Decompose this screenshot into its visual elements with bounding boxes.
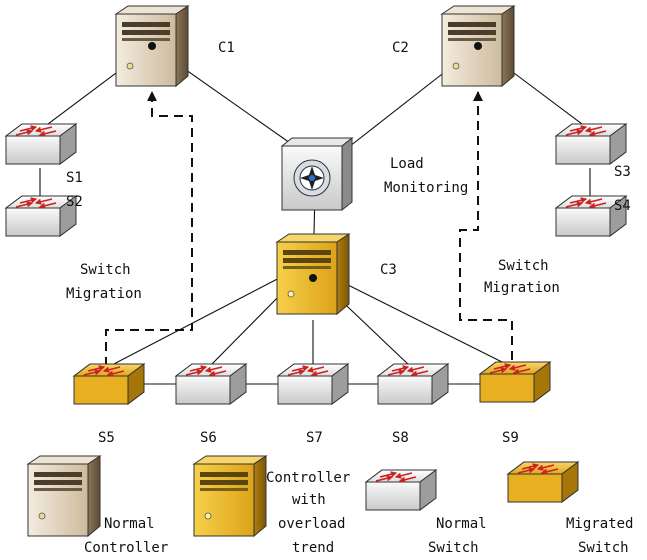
migration-right-line1: Switch [498, 258, 549, 274]
legend-overload-line3: overload [278, 516, 345, 532]
legend-migrated-switch-line1: Migrated [566, 516, 633, 532]
legend-migrated-switch-line2: Switch [578, 540, 629, 556]
label-c1: C1 [218, 40, 235, 56]
legend-migrated-switch-icon [508, 462, 578, 502]
controller-c3-port [309, 274, 317, 282]
switch-s6 [176, 364, 246, 404]
legend-overload-line1: Controller [266, 470, 350, 486]
switch-s8 [378, 364, 448, 404]
label-load-monitoring-1: Load [390, 156, 424, 172]
legend-normal-controller-line2: Controller [84, 540, 168, 556]
legend-overload-line2: with [292, 492, 326, 508]
load-monitor-icon [280, 136, 354, 212]
link-c3-s9 [341, 281, 511, 367]
switch-s7 [278, 364, 348, 404]
migration-left-line2: Migration [66, 286, 142, 302]
link-c3-s5 [109, 274, 286, 367]
label-s1: S1 [66, 170, 83, 186]
label-s3: S3 [614, 164, 631, 180]
label-s5: S5 [98, 430, 115, 446]
switch-s9 [480, 362, 550, 402]
label-s2: S2 [66, 194, 83, 210]
links [39, 45, 591, 385]
legend-normal-switch-line1: Normal [436, 516, 487, 532]
switch-s1 [6, 124, 76, 164]
legend: Normal Controller Controller with overlo… [27, 455, 633, 556]
label-s4: S4 [614, 198, 631, 214]
legend-normal-controller-icon [27, 455, 101, 537]
controller-c2-port [474, 42, 482, 50]
label-s8: S8 [392, 430, 409, 446]
migration-left-line1: Switch [80, 262, 131, 278]
controller-c1-port [148, 42, 156, 50]
migration-right-line2: Migration [484, 280, 560, 296]
label-load-monitoring-2: Monitoring [384, 180, 468, 196]
migration-path-right [459, 91, 513, 360]
migration-path-left [105, 91, 193, 366]
switch-s3 [556, 124, 626, 164]
legend-overload-controller-icon [193, 455, 267, 537]
legend-normal-switch-line2: Switch [428, 540, 479, 556]
switch-s5 [74, 364, 144, 404]
label-s9: S9 [502, 430, 519, 446]
legend-overload-line4: trend [292, 540, 334, 556]
legend-normal-switch-icon [366, 470, 436, 510]
label-s6: S6 [200, 430, 217, 446]
label-s7: S7 [306, 430, 323, 446]
label-c2: C2 [392, 40, 409, 56]
label-c3: C3 [380, 262, 397, 278]
legend-normal-controller-line1: Normal [104, 516, 155, 532]
